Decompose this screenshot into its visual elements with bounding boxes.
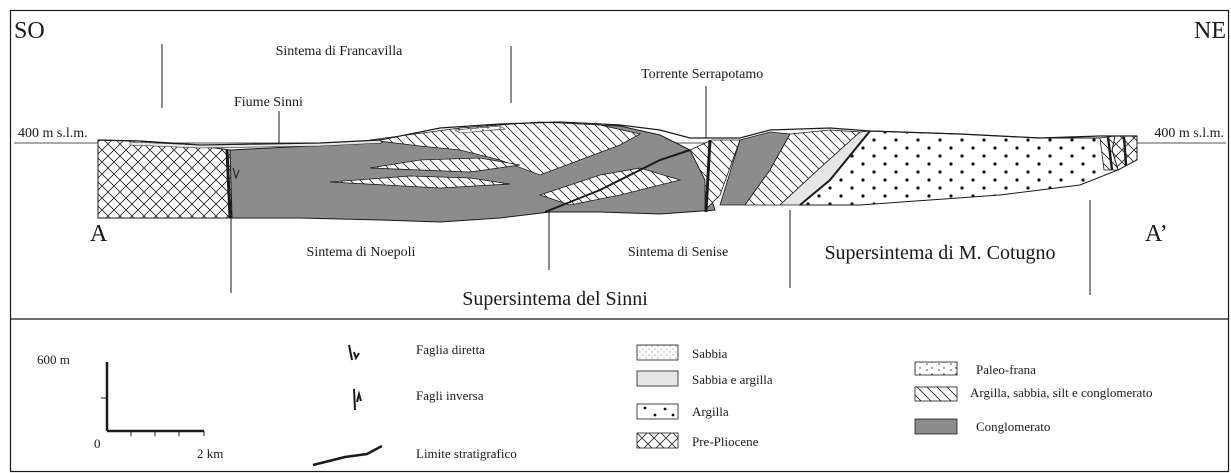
sabbia-argilla-swatch — [636, 370, 679, 387]
legend: 600 m 0 2 km Faglia diretta Fagli invers… — [37, 342, 1152, 467]
scale-bar: 600 m 0 2 km — [37, 352, 223, 461]
legend-lithology-label: Paleo-frana — [976, 362, 1036, 377]
mixed-wedge-tongue-1 — [369, 157, 521, 173]
unit-sinni-label: Supersintema del Sinni — [462, 288, 648, 310]
argilla-dot — [663, 407, 667, 411]
stratigraphic-boundary-2 — [799, 130, 871, 206]
mixed-lithology-swatch — [914, 386, 958, 402]
unit-francavilla-label: Sintema di Francavilla — [276, 44, 404, 59]
conglomerato-swatch — [914, 418, 958, 435]
legend-structures: Faglia diretta Fagli inversa Limite stra… — [312, 342, 517, 467]
elevation-left-label: 400 m s.l.m. — [18, 126, 88, 141]
senise-band-1 — [689, 139, 741, 211]
cross-section: SO NE A A’ 400 m s.l.m. 400 m s.l.m. Fiu… — [14, 18, 1226, 310]
unit-senise-label: Sintema di Senise — [628, 245, 728, 260]
unit-cotugno-label: Supersintema di M. Cotugno — [824, 242, 1055, 264]
fault-left — [225, 149, 232, 219]
legend-lithology-label: Conglomerato — [976, 419, 1050, 434]
topographic-profile — [97, 121, 1137, 146]
legend-lithology-label: Argilla — [692, 404, 729, 419]
fault-right-2 — [1122, 136, 1128, 166]
scale-origin-label: 0 — [94, 436, 101, 451]
pre-pliocene-swatch — [636, 432, 679, 449]
paleo-frana-lens — [454, 125, 506, 134]
reverse-fault-icon — [353, 388, 362, 411]
figure-frame — [9, 9, 1230, 473]
legend-structure-label: Faglia diretta — [416, 342, 485, 357]
unit-noepoli-label: Sintema di Noepoli — [307, 245, 416, 260]
argilla-dot — [671, 413, 675, 417]
endpoint-right-label: A’ — [1145, 221, 1168, 247]
fault-right-1 — [1106, 136, 1114, 171]
fiume-sinni-label: Fiume Sinni — [234, 95, 303, 110]
legend-lithology-b: Paleo-frana Argilla, sabbia, silt e cong… — [914, 361, 1152, 435]
legend-structure-label: Limite stratigrafico — [416, 446, 517, 461]
orientation-left-label: SO — [14, 18, 45, 44]
normal-fault-icon — [348, 344, 360, 361]
legend-lithology-a: Sabbia Sabbia e argilla Argilla Pre-Plio… — [636, 344, 773, 449]
legend-lithology-label: Sabbia — [692, 346, 728, 361]
legend-lithology-label: Sabbia e argilla — [692, 372, 773, 387]
fault-central — [704, 139, 712, 213]
stratigraphic-limit-icon — [312, 444, 383, 467]
scale-vertical-label: 600 m — [37, 352, 70, 367]
pre-pliocene-body-left — [97, 139, 233, 219]
torrente-serrapotamo-label: Torrente Serrapotamo — [641, 67, 763, 82]
argilla-dot — [653, 413, 657, 417]
argilla-swatch — [636, 403, 679, 420]
legend-structure-label: Fagli inversa — [416, 388, 484, 403]
legend-lithology-label: Pre-Pliocene — [692, 434, 759, 449]
mixed-wedge-tongue-2 — [329, 175, 511, 189]
sabbia-swatch — [636, 344, 679, 361]
stratigraphic-boundary-1 — [544, 149, 691, 213]
fault-left-arrow — [232, 167, 240, 180]
paleo-frana-swatch — [914, 361, 958, 376]
orientation-right-label: NE — [1194, 18, 1226, 44]
elevation-right-label: 400 m s.l.m. — [1154, 126, 1224, 141]
scale-horizontal-label: 2 km — [197, 446, 223, 461]
argilla-dot — [643, 406, 647, 410]
mixed-wedge-tongue-3 — [538, 167, 682, 206]
legend-lithology-label: Argilla, sabbia, silt e conglomerato — [970, 385, 1152, 400]
endpoint-left-label: A — [90, 221, 108, 247]
